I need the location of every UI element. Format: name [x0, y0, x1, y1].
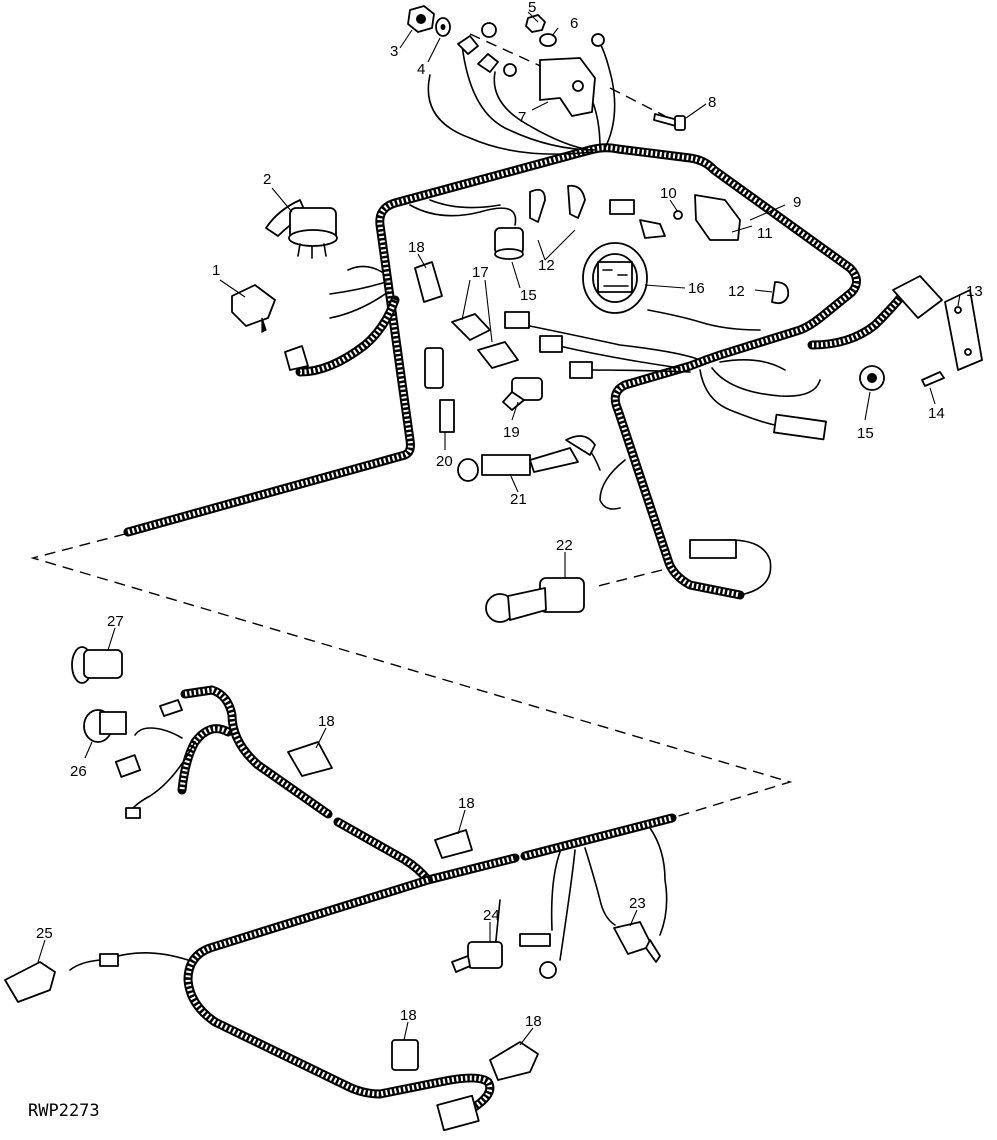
- part-10-screw-icon: [673, 210, 683, 220]
- part-13-plate-icon: [944, 289, 983, 371]
- callout-15b: 15: [857, 425, 874, 442]
- callout-18a: 18: [408, 239, 425, 256]
- part-6-washer-icon: [539, 33, 557, 47]
- callout-25: 25: [36, 925, 53, 942]
- callout-18d: 18: [400, 1007, 417, 1024]
- part-26-switch-icon: [83, 699, 183, 819]
- callout-2: 2: [263, 171, 271, 188]
- upper-harness: [123, 143, 905, 600]
- part-22-key-switch-icon: [485, 539, 737, 623]
- part-25-connector-icon: [4, 953, 119, 1003]
- phantom-connection-lines: [30, 33, 793, 819]
- ring-terminal-icon: [457, 22, 605, 77]
- callout-14: 14: [928, 405, 945, 422]
- callout-7: 7: [518, 109, 526, 126]
- callout-4: 4: [417, 61, 425, 78]
- callout-15a: 15: [520, 287, 537, 304]
- callout-12b: 12: [728, 283, 745, 300]
- part-19-sender-icon: [502, 377, 543, 411]
- part-20-clip-icon: [424, 347, 455, 433]
- part-7-bracket-icon: [539, 57, 596, 117]
- figure-reference-code: RWP2273: [28, 1101, 100, 1121]
- part-8-bolt-icon: [653, 113, 686, 131]
- callout-19: 19: [503, 424, 520, 441]
- callout-6: 6: [570, 15, 578, 32]
- part-16-hourmeter-icon: [582, 242, 648, 314]
- part-4-washer-icon: [435, 17, 451, 37]
- leader-lines: [37, 11, 961, 1046]
- callout-20: 20: [436, 453, 453, 470]
- part-11-flasher-icon: [609, 194, 741, 241]
- part-24-sender-icon: [451, 933, 557, 979]
- callout-11: 11: [757, 225, 773, 242]
- part-18-clamp-icon: [287, 261, 539, 1081]
- part-12-clip-icon: [529, 184, 790, 305]
- callout-22: 22: [556, 537, 573, 554]
- callout-18c: 18: [458, 795, 475, 812]
- callout-21: 21: [510, 491, 527, 508]
- callout-27: 27: [107, 613, 124, 630]
- part-15-switch-icon: [494, 227, 885, 391]
- callout-18b: 18: [318, 713, 335, 730]
- callout-18e: 18: [525, 1013, 542, 1030]
- callout-5: 5: [528, 0, 536, 16]
- part-17-connector-icon: [451, 311, 593, 379]
- connector-block-icon: [284, 275, 943, 1132]
- part-23-sender-icon: [613, 921, 661, 963]
- part-5-nut-icon: [525, 14, 546, 33]
- callout-26: 26: [70, 763, 87, 780]
- part-14-screw-icon: [921, 371, 945, 387]
- lower-harness: [177, 685, 677, 1115]
- branch-wires: [69, 39, 821, 971]
- callout-10: 10: [660, 185, 677, 202]
- callout-23: 23: [629, 895, 646, 912]
- callout-13: 13: [966, 283, 983, 300]
- callout-1: 1: [212, 262, 220, 279]
- callout-9: 9: [793, 194, 801, 211]
- part-3-nut-icon: [407, 5, 435, 33]
- part-2-light-switch-icon: [265, 199, 338, 259]
- part-21-plug-icon: [457, 435, 596, 482]
- part-27-light-socket-icon: [71, 646, 123, 684]
- callout-8: 8: [708, 94, 716, 111]
- callout-16: 16: [688, 280, 705, 297]
- callout-3: 3: [390, 43, 398, 60]
- callout-12a: 12: [538, 257, 555, 274]
- callout-24: 24: [483, 907, 500, 924]
- callout-17: 17: [472, 264, 489, 281]
- callout-labels: 1 2 3 4 5 6 7 8 9 10 11 12 12 13 14 15 1…: [36, 0, 983, 1030]
